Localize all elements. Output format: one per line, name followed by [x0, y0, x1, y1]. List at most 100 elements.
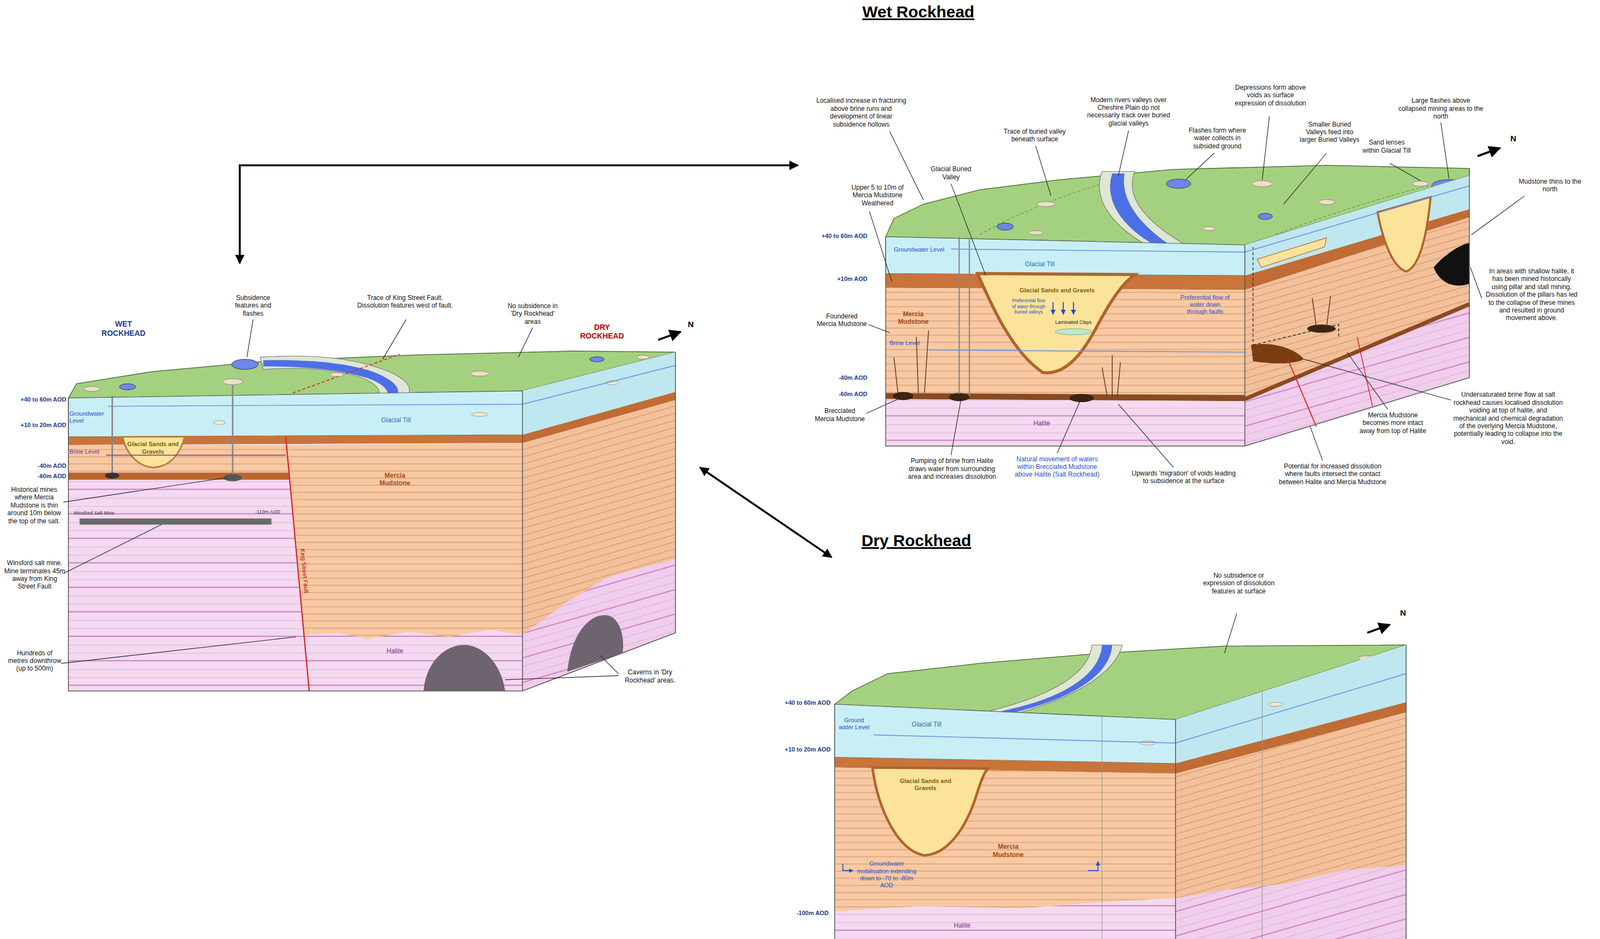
annotation-label: -40m AOD [816, 374, 868, 382]
dry-block-part [987, 644, 1123, 713]
leader-line-part [63, 477, 227, 503]
wet-block-part [996, 222, 1014, 230]
dry-block-part [1101, 716, 1103, 939]
leader-line-part [1283, 153, 1327, 205]
leader-line-part [1303, 359, 1451, 400]
panel-heading: Wet Rockhead [846, 2, 990, 22]
wet-block-part [885, 236, 1245, 276]
leader-line-part [382, 319, 406, 360]
wet-block [885, 147, 1501, 446]
wet-block-part [1412, 180, 1429, 186]
annotation-label: Halite [946, 921, 978, 930]
annotation-label: Preferential flow of water through burie… [1009, 297, 1047, 315]
wet-block-part [949, 392, 970, 401]
wet-block-part [1028, 230, 1043, 235]
left-block-part [68, 390, 523, 437]
annotation-label: +40 to 60m AOD [12, 396, 67, 404]
annotation-label: Brecciated Mercia Mudstone [814, 406, 866, 423]
wet-block-part [1244, 245, 1246, 447]
annotation-label: -100m AOD [785, 909, 829, 917]
left-block-part [522, 390, 524, 691]
diagram-panel: WET ROCKHEADDRY ROCKHEAD [4, 263, 701, 698]
annotation-label: No subsidence or expression of dissoluti… [1197, 571, 1280, 595]
panel-heading: DRY ROCKHEAD [576, 322, 628, 342]
leader-line-part [1118, 130, 1129, 176]
wet-block-part [1252, 180, 1273, 187]
left-block-part [222, 378, 243, 385]
wet-block-part [958, 236, 960, 394]
wet-block-part [1433, 242, 1470, 286]
annotation-label: Potential for increased dissolution wher… [1275, 462, 1390, 486]
diagram-panel: Dry Rockhead [831, 528, 1587, 937]
wet-block-part [1357, 336, 1373, 407]
leader-line-part [1057, 402, 1080, 454]
wet-block-part [1202, 226, 1216, 231]
wet-block-part [977, 273, 1135, 373]
leader-line-part [518, 327, 533, 357]
annotation-label: Large flashes above collapsed mining are… [1397, 96, 1484, 121]
annotation-label: Halite [379, 647, 411, 655]
left-block-part [68, 442, 523, 691]
annotation-label: Sand lenses within Glacial Till [1361, 138, 1413, 155]
dry-block-part [1268, 701, 1283, 707]
annotation-label: +40 to 60m AOD [775, 699, 831, 707]
leader-line-part [61, 636, 297, 664]
leader-line-part [63, 524, 161, 574]
annotation-label: Winsford salt mine. Mine terminates 45m … [4, 559, 66, 591]
wet-block-part [1477, 147, 1501, 156]
annotation-label: Glacial Sands and Gravels [1008, 286, 1107, 294]
annotation-label: Groundwater mobilisation extending down … [852, 860, 921, 889]
annotation-label: Halite [1026, 419, 1057, 428]
annotation-label: Localised increase in fracturing above b… [814, 96, 909, 129]
annotation-label: N [1396, 607, 1410, 618]
annotation-label: Glacial Sands and Gravels [895, 777, 956, 792]
leader-line-part [1471, 196, 1525, 235]
wet-block-part [1252, 247, 1339, 345]
left-block-part [260, 355, 410, 395]
left-block-part [83, 386, 100, 392]
annotation-label: +10 to 20m AOD [775, 745, 831, 754]
annotation-label: N [1507, 133, 1520, 144]
dry-block-part [1175, 712, 1407, 899]
annotation-label: +40 to 60m AOD [812, 232, 868, 240]
annotation-label: Hundreds of metres downthrow (up to 500m… [5, 649, 64, 673]
annotation-label: Subsidence features and flashes [226, 293, 280, 318]
annotation-label: Groundwater Level [893, 246, 956, 254]
leader-line-part [505, 675, 619, 680]
annotation-label: Trace of King Street Fault. Dissolution … [352, 293, 458, 310]
wet-block-part [968, 237, 970, 397]
annotation-label: Glacial Till [900, 720, 954, 729]
left-block-part [657, 331, 681, 340]
dry-block-part [1000, 644, 1113, 713]
leader-line [61, 116, 1525, 680]
annotation-label: Mercia Mudstone [369, 471, 421, 488]
dry-block-part [1262, 691, 1263, 939]
dry-block-part [1405, 644, 1407, 939]
leader-line-part [1440, 122, 1449, 179]
wet-block-part [1244, 304, 1470, 400]
leader-line-part [868, 324, 890, 333]
annotation-label: Mercia Mudstone [892, 310, 936, 326]
wet-block-part [1062, 302, 1064, 315]
leader-line-part [1346, 352, 1388, 410]
annotation-label: Modern rivers valleys over Cheshire Plai… [1083, 96, 1174, 128]
annotation-label: Historical mines where Mercia Mudstone i… [4, 485, 64, 525]
link-arrow [239, 165, 798, 263]
link-arrow [699, 467, 832, 557]
wet-block-part [1069, 393, 1094, 403]
annotation-label: Winsford Salt Mine [73, 510, 155, 517]
wet-block-part [1377, 197, 1432, 272]
left-block-part [231, 359, 259, 370]
leader-line-part [1118, 404, 1173, 468]
diagram-panel: Wet Rockhead [798, 0, 1590, 506]
leader-line-part [950, 183, 986, 276]
left-block-part [263, 360, 399, 394]
left-block-part [119, 383, 136, 390]
wet-block-part [1251, 343, 1305, 364]
annotation-label: In areas with shallow halite, it has bee… [1483, 267, 1580, 323]
annotation-label: Mercia Mudstone becomes more intact away… [1354, 411, 1431, 435]
left-block-part [285, 436, 310, 692]
